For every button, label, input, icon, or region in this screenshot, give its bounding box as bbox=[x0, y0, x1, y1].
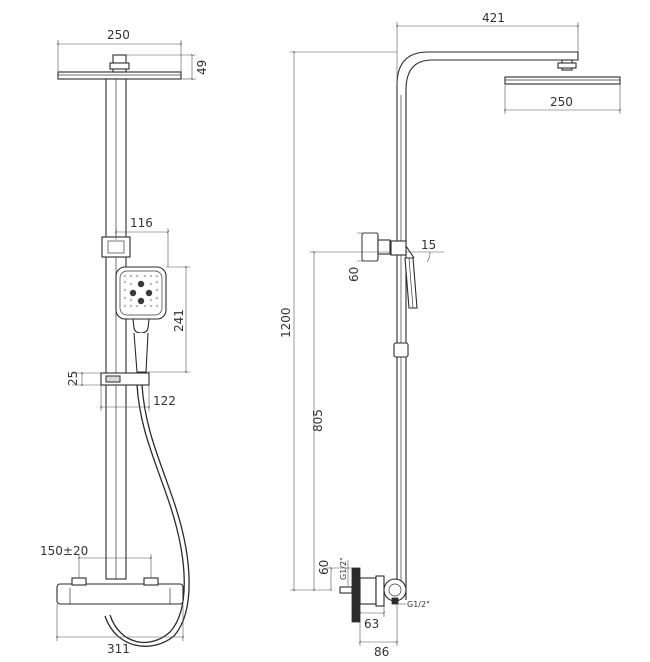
front-hand-holder bbox=[101, 236, 131, 258]
front-dim-hand-offset: 116 bbox=[114, 216, 170, 267]
front-mixer bbox=[56, 577, 184, 605]
side-dim-wall-offset-2: 86 bbox=[358, 602, 399, 659]
side-dim-holder-angle-label: 15 bbox=[421, 238, 436, 252]
side-hand-holder bbox=[390, 240, 415, 259]
front-dim-hand-offset-label: 116 bbox=[130, 216, 153, 230]
front-hose bbox=[104, 384, 190, 647]
front-dim-head-height: 49 bbox=[126, 53, 209, 81]
side-dim-holder-height-label: 60 bbox=[347, 267, 361, 282]
side-thread-labels: G1/2" G1/2" bbox=[339, 557, 430, 609]
front-slide-holder bbox=[100, 372, 150, 386]
side-riser-arm bbox=[396, 51, 579, 600]
side-dim-total-height-label: 1200 bbox=[279, 307, 293, 338]
side-dim-wall-offset-1: 63 bbox=[358, 606, 386, 631]
side-wall-bracket bbox=[361, 232, 391, 262]
front-dim-connection-spacing: 150±20 bbox=[40, 544, 153, 578]
front-head-shower bbox=[57, 54, 182, 80]
side-thread-vertical-label: G1/2" bbox=[339, 557, 348, 580]
front-dim-head-width: 250 bbox=[56, 28, 183, 72]
side-dim-head-width: 250 bbox=[503, 84, 622, 114]
side-slide-holder bbox=[393, 342, 409, 358]
side-head-shower bbox=[504, 59, 621, 85]
front-dim-hand-height-label: 241 bbox=[172, 309, 186, 332]
front-dim-head-width-label: 250 bbox=[107, 28, 130, 42]
side-dim-wall-offset-1-label: 63 bbox=[364, 617, 379, 631]
side-dim-mixer-to-holder-label: 805 bbox=[311, 409, 325, 432]
side-dim-inlet-height-label: 60 bbox=[317, 560, 331, 575]
side-dim-holder-height: 60 bbox=[347, 232, 378, 282]
side-dim-total-height: 1200 bbox=[279, 50, 397, 592]
front-dim-mixer-width: 311 bbox=[55, 604, 185, 656]
front-dim-holder-depth: 122 bbox=[99, 385, 176, 411]
side-dim-mixer-to-holder: 805 bbox=[310, 250, 391, 592]
side-dim-holder-angle: 15 bbox=[406, 238, 444, 263]
side-dim-head-width-label: 250 bbox=[550, 95, 573, 109]
side-dim-arm-length-label: 421 bbox=[482, 11, 505, 25]
side-hand-shower bbox=[404, 257, 418, 309]
front-dim-mixer-width-label: 311 bbox=[107, 642, 130, 656]
front-dim-connection-spacing-label: 150±20 bbox=[40, 544, 88, 558]
front-dim-head-height-label: 49 bbox=[195, 60, 209, 75]
front-riser-pipe bbox=[105, 78, 127, 580]
side-view: 421 250 15 60 1200 805 bbox=[279, 11, 622, 659]
side-thread-horizontal-label: G1/2" bbox=[407, 600, 430, 609]
front-dim-holder-height: 25 bbox=[66, 371, 101, 387]
front-dim-holder-depth-label: 122 bbox=[153, 394, 176, 408]
front-hand-shower bbox=[115, 266, 167, 373]
side-dim-wall-offset-2-label: 86 bbox=[374, 645, 389, 659]
front-dim-holder-height-label: 25 bbox=[66, 371, 80, 386]
side-dim-arm-length: 421 bbox=[395, 11, 580, 85]
side-mixer bbox=[339, 567, 407, 623]
front-view: 250 49 116 241 25 bbox=[40, 28, 209, 656]
front-dim-hand-height: 241 bbox=[146, 265, 190, 374]
